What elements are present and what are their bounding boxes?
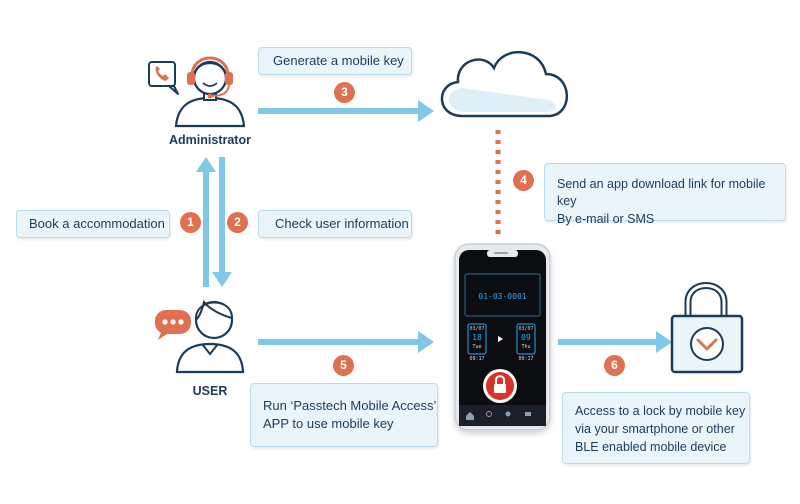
arrow-admin-to-user (212, 157, 232, 287)
step-4-text-line-1: Send an app download link for mobile key (557, 177, 766, 208)
step-6-text-line-2: via your smartphone or other (575, 422, 735, 436)
step-6-badge: 6 (604, 355, 625, 376)
step-5-box: Run ‘Passtech Mobile Access’ APP to use … (250, 383, 438, 447)
step-3-text: Generate a mobile key (273, 53, 404, 68)
step-4-box: Send an app download link for mobile key… (544, 163, 786, 226)
step-4-text-line-2: By e-mail or SMS (557, 212, 655, 226)
checkin-day: 18 (472, 333, 482, 342)
step-6-box: Access to a lock by mobile key via your … (562, 392, 750, 464)
checkin-month: 03/07 (469, 326, 485, 332)
step-1-badge: 1 (180, 212, 201, 233)
step-4-badge: 4 (513, 170, 534, 191)
step-3-badge: 3 (334, 82, 355, 103)
step-1-box: Book a accommodation (16, 210, 170, 238)
step-5-badge: 5 (333, 355, 354, 376)
step-6-text-line-1: Access to a lock by mobile key (575, 404, 746, 418)
phone-call-speech-bubble-icon (148, 61, 179, 95)
arrow-phone-to-lock (558, 331, 672, 353)
step-1-text: Book a accommodation (29, 216, 165, 231)
mobile-key-number: 01-03-0001 (478, 292, 527, 301)
padlock-icon (670, 282, 744, 374)
checkin-time: 09:17 (469, 356, 485, 362)
checkout-month: 03/07 (518, 326, 534, 332)
step-2-text: Check user information (275, 216, 409, 231)
step-3-box: Generate a mobile key (258, 47, 412, 75)
step-5-text-line-1: Run ‘Passtech Mobile Access’ (263, 398, 437, 413)
arrow-user-to-admin (196, 157, 216, 287)
step-5-text-line-2: APP to use mobile key (263, 416, 394, 431)
step-2-box: Check user information (258, 210, 412, 238)
chat-bubble-icon (155, 310, 191, 340)
step-6-text-line-3: BLE enabled mobile device (575, 440, 727, 454)
arrow-user-to-phone (258, 331, 434, 353)
checkout-weekday: Thu (521, 344, 531, 350)
checkin-weekday: Tue (472, 344, 482, 350)
checkout-time: 09:17 (518, 356, 534, 362)
administrator-label: Administrator (169, 133, 251, 147)
step-2-badge: 2 (227, 212, 248, 233)
administrator-avatar-icon (174, 56, 246, 128)
user-avatar-icon (175, 299, 245, 374)
cloud-icon (440, 51, 568, 118)
smartphone-screen (459, 250, 546, 426)
user-label: USER (192, 384, 228, 398)
checkout-day: 09 (521, 333, 531, 342)
arrow-admin-to-cloud (258, 100, 434, 122)
